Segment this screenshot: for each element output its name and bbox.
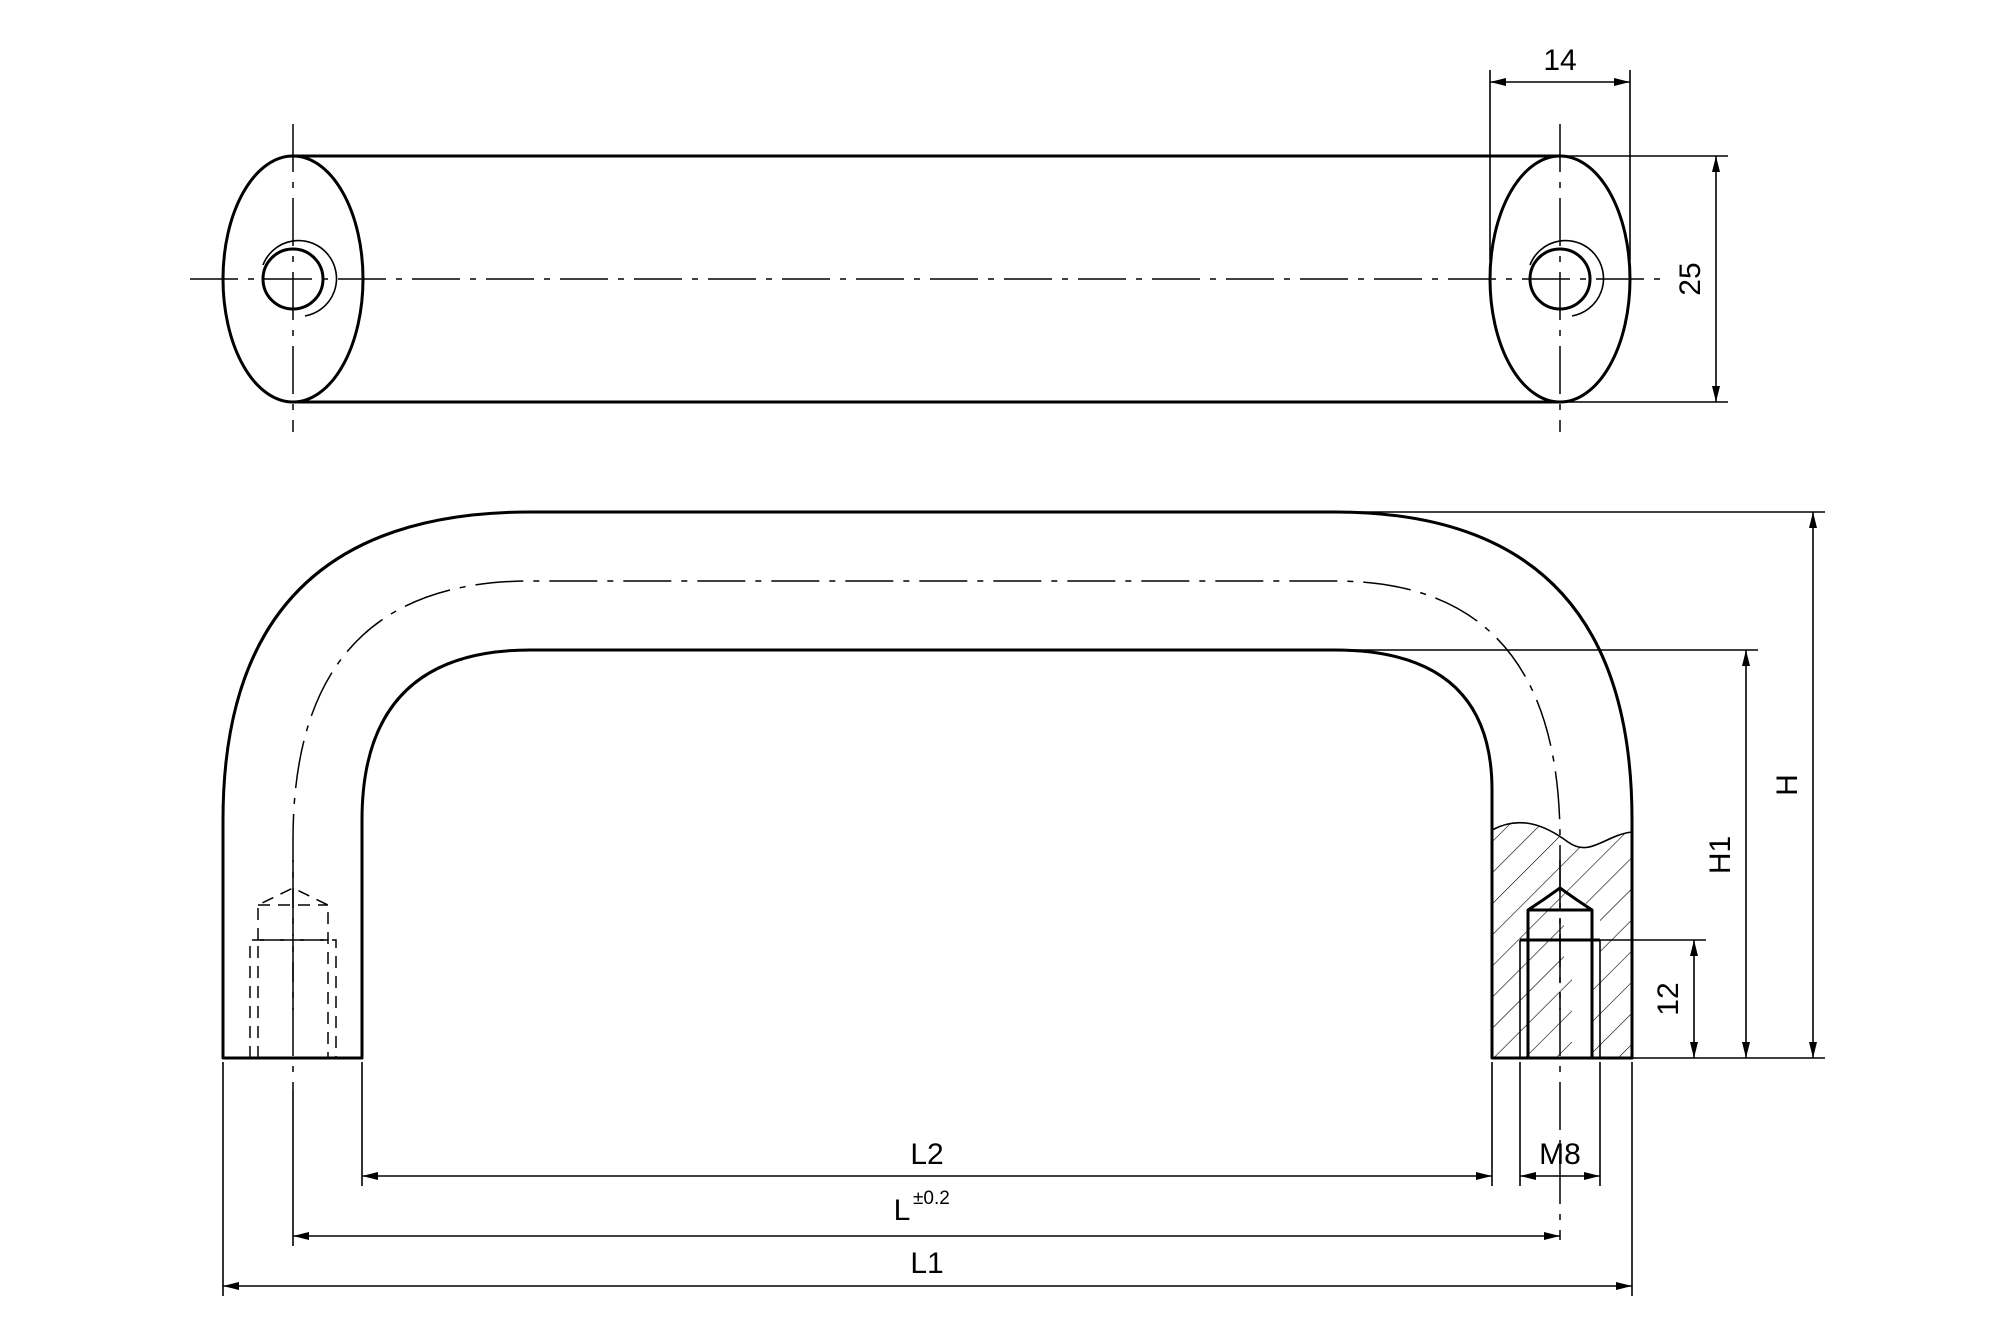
dim-12-label: 12 [1652,982,1685,1015]
dim-h1-label: H1 [1704,836,1737,874]
dim-25-label: 25 [1674,262,1707,295]
right-threaded-bore [1519,886,1601,1058]
top-view: 14 25 [190,44,1728,432]
dim-m8-label: M8 [1539,1138,1581,1171]
left-end-thread [262,239,338,317]
front-view: H H1 12 L2 M8 L ±0.2 L1 [221,510,1825,1296]
section-break-line [1491,821,1633,849]
left-hidden-bore [249,887,337,1058]
right-end-thread [1529,239,1605,317]
dim-14-label: 14 [1543,44,1576,77]
dim-l1-label: L1 [910,1247,943,1280]
handle-outline [221,510,1634,1060]
dim-l-tolerance: ±0.2 [913,1188,950,1209]
handle-centerline [292,580,1561,1010]
section-hatch [1492,822,1632,1058]
dim-l2-label: L2 [910,1138,943,1171]
dim-l-label: L [894,1194,911,1227]
dim-h-label: H [1771,774,1804,796]
